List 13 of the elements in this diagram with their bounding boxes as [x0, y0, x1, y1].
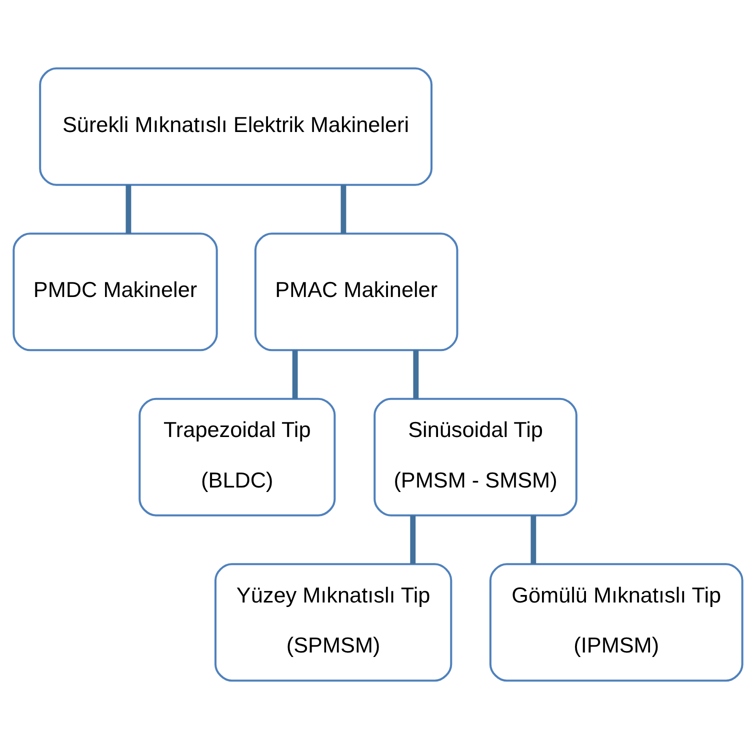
node-box: PMAC Makineler: [254, 232, 458, 352]
connector: [410, 515, 416, 564]
connector: [413, 350, 419, 399]
node-box: PMDC Makineler: [12, 232, 218, 352]
node-box: Yüzey Mıknatıslı Tip (SPMSM): [214, 563, 452, 682]
connector: [530, 515, 536, 564]
connector: [292, 350, 298, 399]
node-box: Sürekli Mıknatıslı Elektrik Makineleri: [39, 67, 432, 186]
node-box: Trapezoidal Tip (BLDC): [138, 398, 336, 516]
connector: [126, 184, 132, 234]
node-box: Sinüsoidal Tip (PMSM - SMSM): [374, 398, 578, 516]
node-box: Gömülü Mıknatıslı Tip (IPMSM): [489, 563, 744, 682]
connector: [340, 184, 346, 234]
